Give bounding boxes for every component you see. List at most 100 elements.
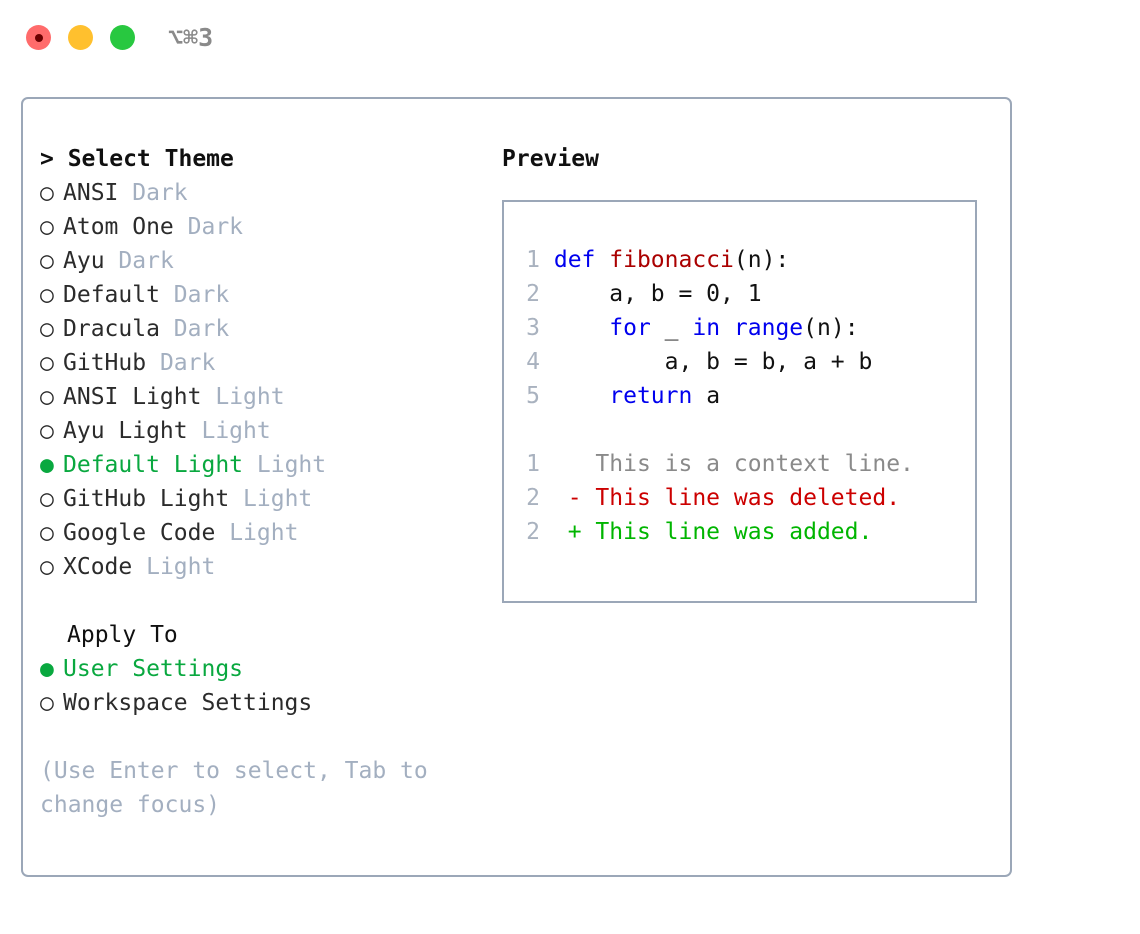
diff-marker bbox=[568, 451, 582, 477]
theme-list-item[interactable]: ○ GitHub Dark bbox=[40, 346, 480, 380]
diff-marker: + bbox=[567, 519, 582, 545]
theme-name-label: Ayu bbox=[63, 248, 105, 274]
theme-list-item[interactable]: ○ Atom One Dark bbox=[40, 210, 480, 244]
code-line: 4 a, b = b, a + b bbox=[518, 345, 914, 379]
code-token: in bbox=[692, 315, 721, 341]
preview-title: Preview bbox=[502, 146, 599, 172]
section-spacer bbox=[40, 584, 480, 618]
theme-list-item[interactable]: ○ ANSI Light Light bbox=[40, 380, 480, 414]
code-token: (n): bbox=[733, 247, 790, 273]
code-line: 2 a, b = 0, 1 bbox=[518, 277, 914, 311]
theme-name-label: GitHub Light bbox=[63, 486, 230, 512]
radio-unselected-icon: ○ bbox=[40, 384, 54, 410]
apply-to-header: Apply To bbox=[67, 622, 178, 648]
radio-unselected-icon: ○ bbox=[40, 316, 54, 342]
apply-to-item[interactable]: ○ Workspace Settings bbox=[40, 686, 480, 720]
theme-selection-column: > Select Theme ○ANSI Dark○Atom One Dark○… bbox=[40, 142, 480, 822]
diff-line-number: 1 bbox=[526, 451, 540, 477]
theme-category-tag: Light bbox=[215, 384, 285, 410]
theme-category-tag: Dark bbox=[159, 350, 216, 376]
radio-unselected-icon: ○ bbox=[40, 554, 54, 580]
line-number: 1 bbox=[526, 247, 540, 273]
theme-name-label: Google Code bbox=[63, 520, 216, 546]
hint-spacer bbox=[40, 720, 480, 754]
apply-to-item[interactable]: ● User Settings bbox=[40, 652, 480, 686]
code-blank-line bbox=[518, 413, 914, 447]
radio-unselected-icon: ○ bbox=[40, 350, 54, 376]
diff-line: 2 - This line was deleted. bbox=[518, 481, 914, 515]
apply-to-label: Workspace Settings bbox=[63, 690, 313, 716]
diff-line-number: 2 bbox=[526, 519, 540, 545]
window-titlebar: ⌥⌘3 bbox=[0, 0, 1140, 78]
theme-category-tag: Dark bbox=[187, 214, 244, 240]
theme-category-tag: Dark bbox=[132, 180, 188, 206]
code-token: a, b = 0, 1 bbox=[553, 281, 762, 307]
line-number: 2 bbox=[526, 281, 540, 307]
code-token: return bbox=[609, 383, 693, 409]
code-token bbox=[554, 315, 609, 341]
code-token: fibonacci bbox=[609, 247, 734, 273]
radio-unselected-icon: ○ bbox=[40, 520, 54, 546]
code-token bbox=[720, 315, 734, 341]
radio-unselected-icon: ○ bbox=[40, 418, 54, 444]
theme-category-tag: Dark bbox=[173, 282, 230, 308]
code-token: a, b = b, a + b bbox=[553, 349, 873, 375]
code-line: 1 def fibonacci(n): bbox=[518, 243, 914, 277]
theme-list-item[interactable]: ○ GitHub Light Light bbox=[40, 482, 480, 516]
line-number: 4 bbox=[526, 349, 540, 375]
minimize-button[interactable] bbox=[68, 25, 93, 50]
diff-line-number: 2 bbox=[526, 485, 540, 511]
theme-name-label: Ayu Light bbox=[63, 418, 188, 444]
code-line: 3 for _ in range(n): bbox=[518, 311, 914, 345]
theme-list-item[interactable]: ●Default Light Light bbox=[40, 448, 480, 482]
theme-category-tag: Dark bbox=[118, 248, 174, 274]
diff-marker: - bbox=[567, 485, 582, 511]
line-number: 5 bbox=[526, 383, 540, 409]
theme-name-label: Atom One bbox=[63, 214, 174, 240]
radio-selected-icon: ● bbox=[40, 656, 54, 682]
theme-category-tag: Light bbox=[256, 452, 327, 478]
code-line: 5 return a bbox=[518, 379, 914, 413]
theme-category-tag: Light bbox=[201, 418, 271, 444]
diff-line: 1 This is a context line. bbox=[518, 447, 914, 481]
close-button[interactable] bbox=[26, 25, 51, 50]
preview-column: Preview 1 def fibonacci(n):2 a, b = 0, 1… bbox=[502, 142, 992, 603]
theme-category-tag: Light bbox=[243, 486, 313, 512]
main-panel: > Select Theme ○ANSI Dark○Atom One Dark○… bbox=[21, 97, 1012, 877]
code-token: for bbox=[609, 315, 651, 341]
radio-unselected-icon: ○ bbox=[40, 690, 54, 716]
theme-list-item[interactable]: ○ Default Dark bbox=[40, 278, 480, 312]
diff-text: This is a context line. bbox=[581, 451, 914, 477]
apply-to-label: User Settings bbox=[63, 656, 244, 682]
theme-name-label: ANSI Light bbox=[63, 384, 202, 410]
radio-unselected-icon: ○ bbox=[40, 214, 54, 240]
theme-list-item[interactable]: ○XCode Light bbox=[40, 550, 480, 584]
select-theme-header: > Select Theme bbox=[40, 146, 234, 172]
theme-category-tag: Dark bbox=[173, 316, 230, 342]
theme-list-item[interactable]: ○ Dracula Dark bbox=[40, 312, 480, 346]
code-token bbox=[554, 383, 609, 409]
theme-list-item[interactable]: ○ANSI Dark bbox=[40, 176, 480, 210]
radio-unselected-icon: ○ bbox=[40, 282, 54, 308]
theme-category-tag: Light bbox=[146, 554, 216, 580]
theme-list-item[interactable]: ○ Ayu Light Light bbox=[40, 414, 480, 448]
theme-name-label: GitHub bbox=[63, 350, 147, 376]
diff-line: 2 + This line was added. bbox=[518, 515, 914, 549]
radio-unselected-icon: ○ bbox=[40, 180, 54, 206]
theme-name-label: Default bbox=[63, 282, 160, 308]
diff-text: This line was added. bbox=[581, 519, 873, 545]
theme-list-item[interactable]: ○Google Code Light bbox=[40, 516, 480, 550]
radio-unselected-icon: ○ bbox=[40, 486, 54, 512]
apply-to-list[interactable]: ● User Settings ○ Workspace Settings bbox=[40, 652, 480, 720]
theme-name-label: Default Light bbox=[63, 452, 244, 478]
code-token: a bbox=[692, 383, 721, 409]
theme-list[interactable]: ○ANSI Dark○Atom One Dark○Ayu Dark○Defaul… bbox=[40, 176, 480, 584]
maximize-button[interactable] bbox=[110, 25, 135, 50]
traffic-light-buttons bbox=[26, 25, 135, 50]
theme-list-item[interactable]: ○Ayu Dark bbox=[40, 244, 480, 278]
code-token: range bbox=[733, 315, 804, 341]
keyboard-hint-text: (Use Enter to select, Tab to change focu… bbox=[40, 758, 428, 818]
theme-name-label: Dracula bbox=[63, 316, 160, 342]
